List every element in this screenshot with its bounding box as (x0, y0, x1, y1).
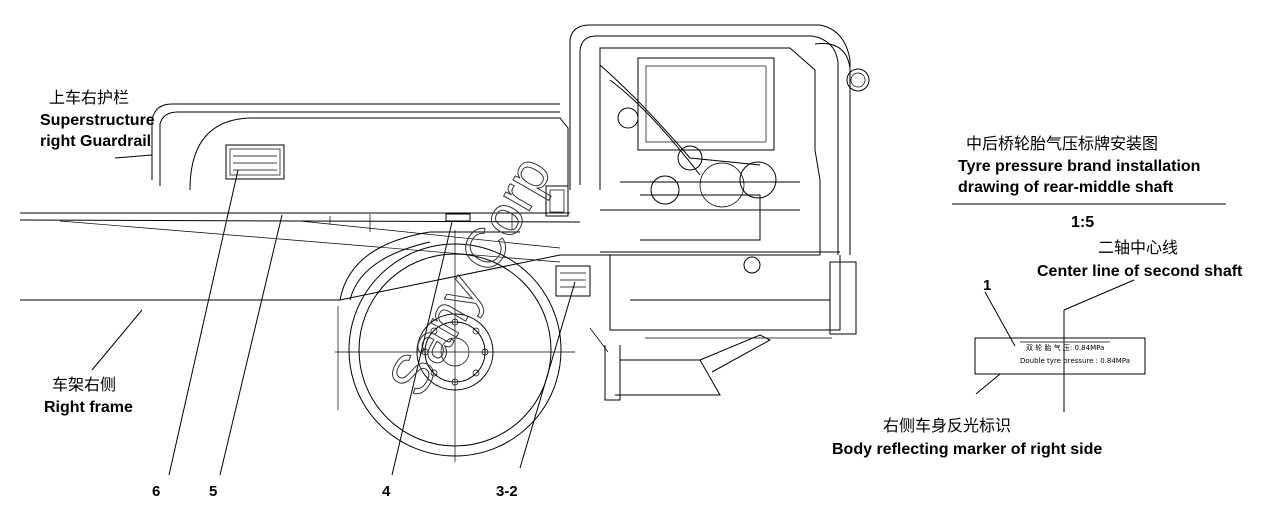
plate-text-line-1: 双 轮 胎 气 压: 0.84MPa (1026, 344, 1105, 352)
frame-label-en: Right frame (44, 399, 133, 416)
guardrail-outline (151, 103, 569, 191)
guardrail-label-en-1: Superstructure (40, 112, 155, 129)
brand-title-en-2: drawing of rear-middle shaft (958, 179, 1174, 196)
callout-6: 6 (152, 483, 161, 500)
rear-wheel (335, 230, 575, 462)
truck-cab (545, 24, 870, 335)
frame-label-cn: 车架右侧 (52, 375, 117, 394)
watermark: Sany Corp (375, 145, 563, 407)
callout-4: 4 (382, 483, 391, 500)
callout-5: 5 (209, 483, 218, 500)
brand-title-en-1: Tyre pressure brand installation (958, 158, 1201, 175)
guardrail-label-cn: 上车右护栏 (49, 88, 130, 107)
callout-leaders (91, 154, 576, 476)
centerline-label-en: Center line of second shaft (1037, 263, 1243, 280)
marker-label-en: Body reflecting marker of right side (832, 441, 1103, 458)
callout-1: 1 (983, 277, 992, 294)
brand-detail-view (952, 203, 1226, 412)
plate-text-line-2: Double tyre pressure : 0.84MPa (1020, 357, 1131, 365)
marker-label-cn: 右侧车身反光标识 (883, 416, 1012, 435)
watermark-text: Sany Corp (376, 145, 563, 406)
steps-and-bracket (589, 327, 832, 401)
guardrail-label-en-2: right Guardrail (40, 133, 152, 150)
callout-3-2: 3-2 (496, 483, 518, 500)
centerline-label-cn: 二轴中心线 (1098, 238, 1179, 257)
scale-label: 1:5 (1071, 214, 1095, 231)
guardrail-plate (225, 144, 285, 180)
right-frame-rail (19, 212, 820, 301)
brand-title-cn: 中后桥轮胎气压标牌安装图 (966, 134, 1159, 153)
frame-plate-3-2 (555, 265, 591, 297)
marker-strip (329, 213, 513, 232)
